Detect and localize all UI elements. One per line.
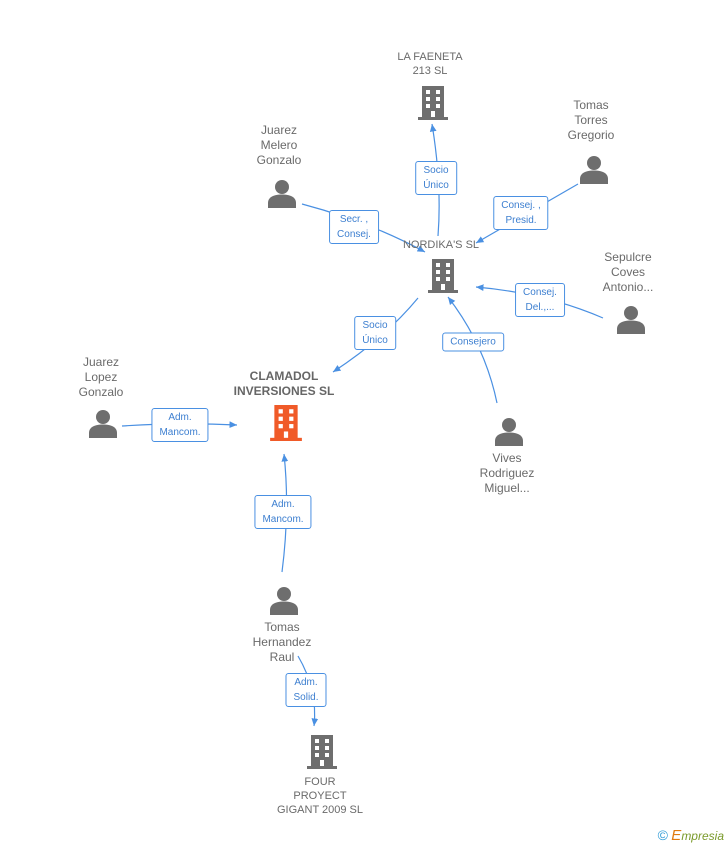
- label-line: Coves: [610, 265, 646, 279]
- label-line: Vives: [492, 451, 522, 465]
- edge-label-line: Presid.: [505, 215, 537, 226]
- label-line: Hernandez: [252, 635, 312, 649]
- edge-label-line: Socio: [423, 165, 449, 176]
- label-line: Lopez: [84, 370, 118, 384]
- label-line: Rodriguez: [479, 466, 535, 480]
- node-label-juarez-lopez[interactable]: Juarez Lopez Gonzalo: [79, 355, 124, 400]
- building-icon[interactable]: [418, 86, 448, 120]
- edge-label-line: Adm.: [294, 677, 318, 688]
- edge-label-line: Solid.: [293, 692, 319, 703]
- label-line: Melero: [260, 138, 298, 152]
- node-label-juarez-melero[interactable]: Juarez Melero Gonzalo: [257, 123, 302, 168]
- label-line: Gonzalo: [78, 385, 124, 399]
- edge-label-line: Secr. ,: [339, 214, 369, 225]
- label-line: Tomas: [573, 98, 609, 112]
- node-label-tomas-torres[interactable]: Tomas Torres Gregorio: [568, 98, 615, 143]
- building-icon[interactable]: [270, 405, 302, 441]
- label-line: Juarez: [82, 355, 120, 369]
- label-line: Juarez: [260, 123, 298, 137]
- label-line: Antonio...: [602, 280, 654, 294]
- node-label-sepulcre[interactable]: Sepulcre Coves Antonio...: [603, 250, 654, 295]
- node-label-vives[interactable]: Vives Rodriguez Miguel...: [480, 451, 535, 496]
- label-line: Tomas: [264, 620, 300, 634]
- person-icon[interactable]: [495, 418, 523, 446]
- person-icon[interactable]: [270, 587, 298, 615]
- person-icon[interactable]: [89, 410, 117, 438]
- edge-label-line: Adm.: [168, 412, 192, 423]
- edge-label-line: Único: [423, 180, 449, 191]
- edge-label-line: Mancom.: [262, 514, 304, 525]
- label-line: FOUR: [304, 776, 336, 788]
- edge-label-line: Consej.: [523, 287, 557, 298]
- edge-label-line: Consej.: [337, 229, 371, 240]
- brand-footer[interactable]: © Empresia: [658, 827, 724, 844]
- node-label-tomas-hernandez[interactable]: Tomas Hernandez Raul: [253, 620, 312, 665]
- label-line: Gregorio: [567, 128, 615, 142]
- edge-label-line: Socio: [362, 320, 388, 331]
- edge-label-socio-unico-nordikas[interactable]: Socio Único: [354, 316, 396, 350]
- person-icon[interactable]: [617, 306, 645, 334]
- brand-initial: E: [671, 827, 682, 844]
- edge-label-adm-solid[interactable]: Adm. Solid.: [285, 673, 327, 707]
- label-line: NORDIKA'S SL: [402, 239, 480, 251]
- edge-label-consejero[interactable]: Consejero: [442, 332, 504, 352]
- edge-label-adm-mancom-hernandez[interactable]: Adm. Mancom.: [254, 495, 312, 529]
- label-line: Sepulcre: [604, 250, 652, 264]
- node-label-four-proyect[interactable]: FOUR PROYECT GIGANT 2009 SL: [277, 775, 363, 817]
- copyright-icon: ©: [657, 827, 668, 843]
- label-line: Torres: [574, 113, 608, 127]
- building-icon[interactable]: [307, 735, 337, 769]
- edge-label-adm-mancom[interactable]: Adm. Mancom.: [151, 408, 209, 442]
- edge-label-line: Mancom.: [159, 427, 201, 438]
- edge-label-line: Único: [362, 335, 388, 346]
- label-line: Gonzalo: [256, 153, 302, 167]
- person-icon[interactable]: [268, 180, 296, 208]
- label-line: 213 SL: [412, 65, 448, 77]
- edge-label-line: Del.,...: [525, 302, 555, 313]
- label-line: INVERSIONES SL: [233, 384, 335, 398]
- node-label-la-faeneta[interactable]: LA FAENETA 213 SL: [397, 50, 462, 78]
- brand-logo: Empresia: [671, 827, 724, 844]
- label-line: PROYECT: [293, 790, 347, 802]
- edge-label-line: Consejero: [450, 336, 496, 348]
- label-line: Miguel...: [484, 481, 530, 495]
- node-label-clamadol[interactable]: CLAMADOL INVERSIONES SL: [234, 369, 335, 399]
- node-label-nordikas[interactable]: NORDIKA'S SL: [403, 238, 479, 252]
- edge-label-secr-consej[interactable]: Secr. , Consej.: [329, 210, 379, 244]
- edge-label-consej-presid[interactable]: Consej. , Presid.: [493, 196, 549, 230]
- edge-label-line: Consej. ,: [501, 200, 541, 211]
- edge-label-socio-unico[interactable]: Socio Único: [415, 161, 457, 195]
- edge-label-consej-del[interactable]: Consej. Del.,...: [515, 283, 565, 317]
- person-icon[interactable]: [580, 156, 608, 184]
- label-line: Raul: [269, 650, 295, 664]
- label-line: CLAMADOL: [249, 369, 319, 383]
- building-icon[interactable]: [428, 259, 458, 293]
- label-line: LA FAENETA: [397, 51, 463, 63]
- label-line: GIGANT 2009 SL: [276, 804, 364, 816]
- edge-label-line: Adm.: [271, 499, 295, 510]
- brand-name: mpresia: [681, 829, 724, 843]
